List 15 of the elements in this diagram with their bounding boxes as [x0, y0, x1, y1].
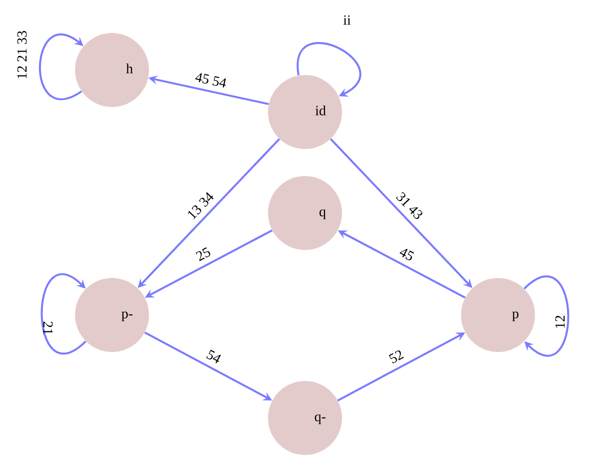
edge-label: 45 54: [195, 73, 226, 88]
loop-arrow: [524, 276, 570, 356]
edge-label: 52: [388, 350, 404, 364]
loop-arrow: [38, 34, 84, 100]
edge-label: 13 34: [188, 192, 214, 220]
edge-label: 45: [400, 248, 414, 260]
edge-label: 12 21 33: [17, 31, 27, 78]
edge-label: 21: [43, 322, 53, 334]
edge-label: 31 43: [396, 192, 422, 219]
edge-label: 54: [206, 350, 221, 364]
loop-arrow: [40, 274, 86, 354]
edge-label: 12: [555, 316, 565, 328]
loop-arrow: [297, 42, 361, 97]
edge-label: ii: [343, 15, 351, 25]
edge-label: 25: [196, 247, 210, 262]
